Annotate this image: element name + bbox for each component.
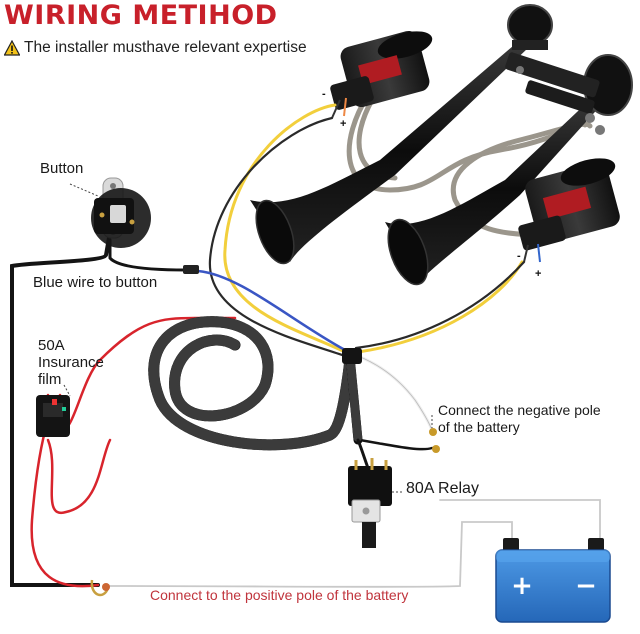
insurance-label-line-2: Insurance: [38, 354, 104, 371]
negative-pole-label-line-2: of the battery: [438, 419, 520, 435]
horn-front: [385, 54, 633, 286]
blue-wire-label: Blue wire to button: [33, 274, 158, 291]
warning-icon: [4, 40, 20, 56]
relay-icon: [348, 458, 392, 548]
horn-rear: [250, 4, 553, 265]
compressor-top-icon: [330, 30, 433, 119]
insurance-label-line-3: film: [38, 371, 62, 388]
relay-label: 80A Relay: [406, 480, 479, 497]
leader-lines: [63, 183, 433, 493]
insurance-label-line-1: 50A: [38, 337, 65, 354]
battery-icon: + −: [495, 538, 611, 623]
compressor-bottom-icon: [518, 158, 620, 263]
ring-terminal-icon: [90, 579, 110, 597]
button-label: Button: [40, 160, 84, 177]
negative-pole-label-line-1: Connect the negative pole: [438, 402, 601, 418]
fuse-icon: [36, 395, 70, 437]
top-compressor-plus: +: [340, 118, 347, 130]
warning-note: The installer musthave relevant expertis…: [4, 39, 307, 57]
top-compressor-minus: -: [322, 88, 326, 100]
page-title: WIRING METIHOD: [4, 0, 278, 31]
button-switch-icon: [91, 177, 151, 248]
positive-pole-label: Connect to the positive pole of the batt…: [150, 587, 409, 603]
bottom-compressor-minus: -: [517, 250, 521, 262]
mounting-bracket: [505, 52, 605, 135]
wires: [10, 103, 601, 588]
warning-text: The installer musthave relevant expertis…: [24, 39, 307, 56]
connectors: [183, 265, 440, 453]
bottom-compressor-plus: +: [535, 268, 542, 280]
battery-plus-symbol: +: [511, 571, 533, 601]
battery-minus-symbol: −: [575, 571, 597, 601]
